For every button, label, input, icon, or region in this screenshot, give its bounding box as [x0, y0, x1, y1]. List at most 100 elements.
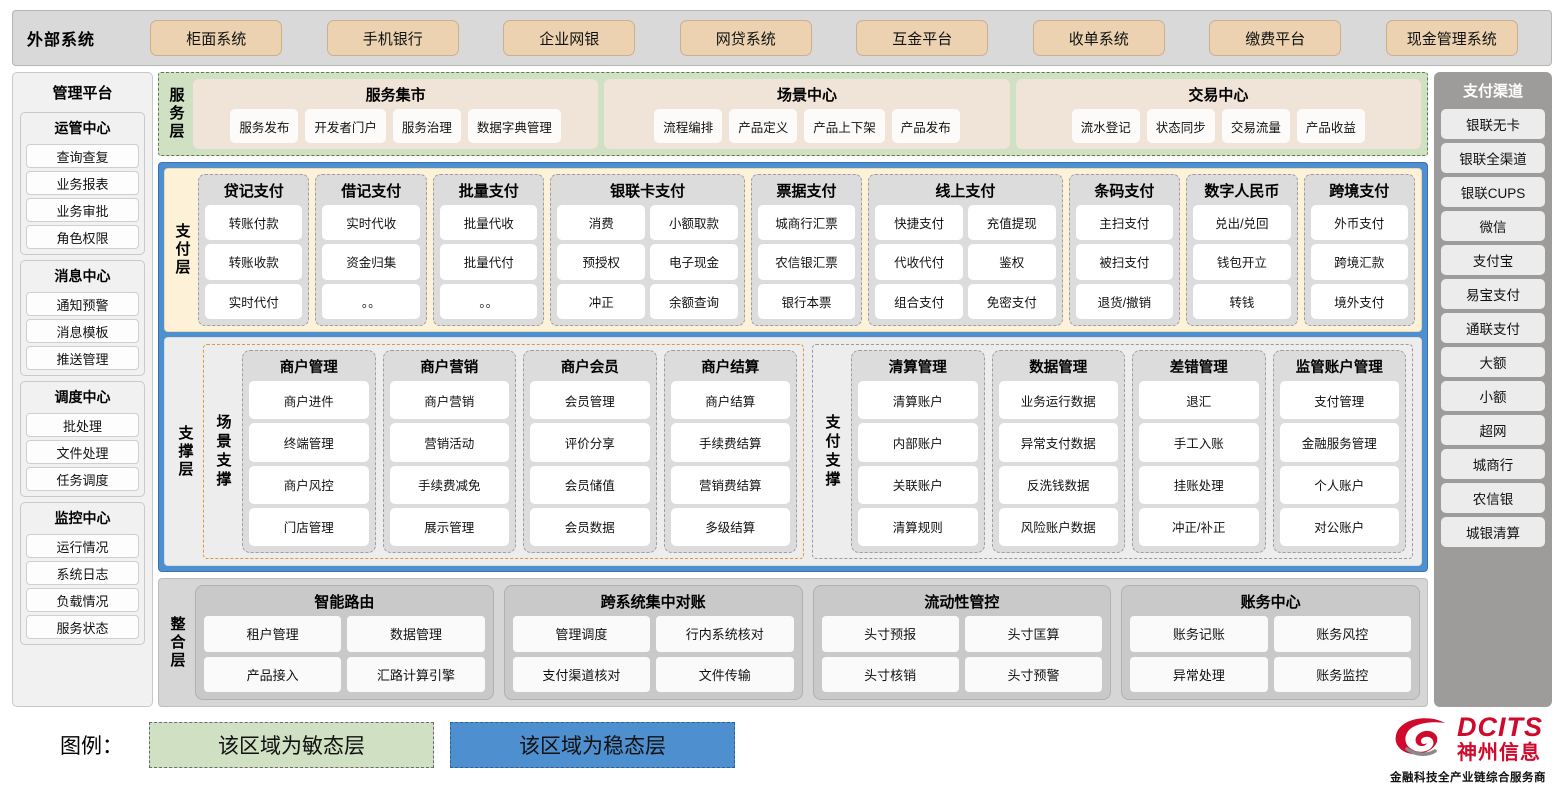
support-item-chip[interactable]: 反洗钱数据	[998, 465, 1118, 504]
support-item-chip[interactable]: 营销活动	[389, 423, 509, 462]
support-item-chip[interactable]: 挂账处理	[1139, 465, 1259, 504]
integration-item-chip[interactable]: 账务监控	[1273, 656, 1411, 692]
integration-item-chip[interactable]: 租户管理	[204, 616, 342, 652]
payment-item-chip[interactable]: 城商行汇票	[757, 205, 856, 241]
integration-item-chip[interactable]: 行内系统核对	[656, 616, 794, 652]
management-group-item[interactable]: 查询查复	[26, 144, 139, 168]
support-item-chip[interactable]: 终端管理	[249, 423, 369, 462]
payment-channel-item[interactable]: 通联支付	[1441, 313, 1545, 343]
payment-item-chip[interactable]: 批量代收	[439, 205, 538, 241]
management-group-item[interactable]: 任务调度	[26, 467, 139, 491]
support-item-chip[interactable]: 会员数据	[530, 507, 650, 546]
support-item-chip[interactable]: 营销费结算	[670, 465, 790, 504]
payment-item-chip[interactable]: 转钱	[1193, 283, 1291, 319]
support-item-chip[interactable]: 展示管理	[389, 507, 509, 546]
payment-item-chip[interactable]: 批量代付	[439, 244, 538, 280]
service-item-chip[interactable]: 状态同步	[1146, 109, 1215, 143]
management-group-item[interactable]: 角色权限	[26, 225, 139, 249]
support-item-chip[interactable]: 商户结算	[670, 381, 790, 420]
payment-item-chip[interactable]: 资金归集	[322, 244, 420, 280]
payment-item-chip[interactable]: 跨境汇款	[1310, 244, 1409, 280]
payment-item-chip[interactable]: 实时代收	[322, 205, 420, 241]
payment-item-chip[interactable]: 电子现金	[650, 244, 738, 280]
payment-item-chip[interactable]: 转账付款	[205, 205, 303, 241]
payment-item-chip[interactable]: 被扫支付	[1075, 244, 1174, 280]
support-item-chip[interactable]: 会员储值	[530, 465, 650, 504]
support-item-chip[interactable]: 关联账户	[858, 465, 978, 504]
support-item-chip[interactable]: 门店管理	[249, 507, 369, 546]
external-system-chip[interactable]: 现金管理系统	[1385, 20, 1518, 56]
payment-item-chip[interactable]: 兑出/兑回	[1193, 205, 1291, 241]
support-item-chip[interactable]: 业务运行数据	[998, 381, 1118, 420]
management-group-item[interactable]: 消息模板	[26, 319, 139, 343]
support-item-chip[interactable]: 商户风控	[249, 465, 369, 504]
support-item-chip[interactable]: 清算账户	[858, 381, 978, 420]
payment-item-chip[interactable]: 。。	[322, 283, 420, 319]
support-item-chip[interactable]: 手续费结算	[670, 423, 790, 462]
management-group-item[interactable]: 批处理	[26, 413, 139, 437]
management-group-item[interactable]: 业务审批	[26, 198, 139, 222]
management-group-item[interactable]: 负载情况	[26, 588, 139, 612]
payment-item-chip[interactable]: 代收代付	[875, 244, 963, 280]
integration-item-chip[interactable]: 头寸匡算	[964, 616, 1103, 652]
support-item-chip[interactable]: 评价分享	[530, 423, 650, 462]
external-system-chip[interactable]: 手机银行	[326, 20, 459, 56]
support-item-chip[interactable]: 风险账户数据	[998, 507, 1118, 546]
integration-item-chip[interactable]: 文件传输	[656, 656, 794, 692]
service-item-chip[interactable]: 交易流量	[1221, 109, 1290, 143]
integration-item-chip[interactable]: 头寸核销	[821, 656, 959, 692]
payment-item-chip[interactable]: 冲正	[557, 283, 646, 319]
management-group-item[interactable]: 运行情况	[26, 534, 139, 558]
service-item-chip[interactable]: 服务治理	[392, 109, 461, 143]
support-item-chip[interactable]: 异常支付数据	[998, 423, 1118, 462]
payment-item-chip[interactable]: 消费	[557, 205, 646, 241]
payment-channel-item[interactable]: 易宝支付	[1441, 279, 1545, 309]
payment-item-chip[interactable]: 钱包开立	[1193, 244, 1291, 280]
service-item-chip[interactable]: 开发者门户	[305, 109, 386, 143]
payment-channel-item[interactable]: 城商行	[1441, 449, 1545, 479]
payment-item-chip[interactable]: 鉴权	[967, 244, 1056, 280]
integration-item-chip[interactable]: 管理调度	[512, 616, 651, 652]
integration-item-chip[interactable]: 账务风控	[1273, 616, 1411, 652]
payment-item-chip[interactable]: 快捷支付	[875, 205, 963, 241]
payment-channel-item[interactable]: 支付宝	[1441, 245, 1545, 275]
payment-channel-item[interactable]: 城银清算	[1441, 517, 1545, 547]
payment-item-chip[interactable]: 主扫支付	[1075, 205, 1174, 241]
service-item-chip[interactable]: 服务发布	[230, 109, 299, 143]
support-item-chip[interactable]: 多级结算	[670, 507, 790, 546]
payment-item-chip[interactable]: 退货/撤销	[1075, 283, 1174, 319]
support-item-chip[interactable]: 对公账户	[1279, 507, 1399, 546]
integration-item-chip[interactable]: 产品接入	[204, 656, 342, 692]
management-group-item[interactable]: 业务报表	[26, 171, 139, 195]
support-item-chip[interactable]: 金融服务管理	[1279, 423, 1399, 462]
external-system-chip[interactable]: 网贷系统	[679, 20, 812, 56]
payment-item-chip[interactable]: 农信银汇票	[757, 244, 856, 280]
service-item-chip[interactable]: 流程编排	[654, 109, 723, 143]
payment-channel-item[interactable]: 农信银	[1441, 483, 1545, 513]
external-system-chip[interactable]: 缴费平台	[1209, 20, 1342, 56]
payment-channel-item[interactable]: 大额	[1441, 347, 1545, 377]
management-group-item[interactable]: 文件处理	[26, 440, 139, 464]
payment-item-chip[interactable]: 实时代付	[205, 283, 303, 319]
payment-item-chip[interactable]: 境外支付	[1310, 283, 1409, 319]
payment-item-chip[interactable]: 。。	[439, 283, 538, 319]
external-system-chip[interactable]: 柜面系统	[150, 20, 283, 56]
support-item-chip[interactable]: 商户营销	[389, 381, 509, 420]
integration-item-chip[interactable]: 头寸预警	[964, 656, 1103, 692]
service-item-chip[interactable]: 产品发布	[891, 109, 960, 143]
payment-channel-item[interactable]: 微信	[1441, 211, 1545, 241]
payment-item-chip[interactable]: 外币支付	[1310, 205, 1409, 241]
payment-item-chip[interactable]: 余额查询	[650, 283, 738, 319]
support-item-chip[interactable]: 手工入账	[1139, 423, 1259, 462]
external-system-chip[interactable]: 收单系统	[1032, 20, 1165, 56]
payment-item-chip[interactable]: 免密支付	[967, 283, 1056, 319]
management-group-item[interactable]: 推送管理	[26, 346, 139, 370]
integration-item-chip[interactable]: 支付渠道核对	[512, 656, 651, 692]
service-item-chip[interactable]: 产品收益	[1296, 109, 1365, 143]
support-item-chip[interactable]: 清算规则	[858, 507, 978, 546]
integration-item-chip[interactable]: 数据管理	[347, 616, 485, 652]
support-item-chip[interactable]: 冲正/补正	[1139, 507, 1259, 546]
service-item-chip[interactable]: 产品上下架	[804, 109, 885, 143]
support-item-chip[interactable]: 商户进件	[249, 381, 369, 420]
integration-item-chip[interactable]: 汇路计算引擎	[347, 656, 485, 692]
